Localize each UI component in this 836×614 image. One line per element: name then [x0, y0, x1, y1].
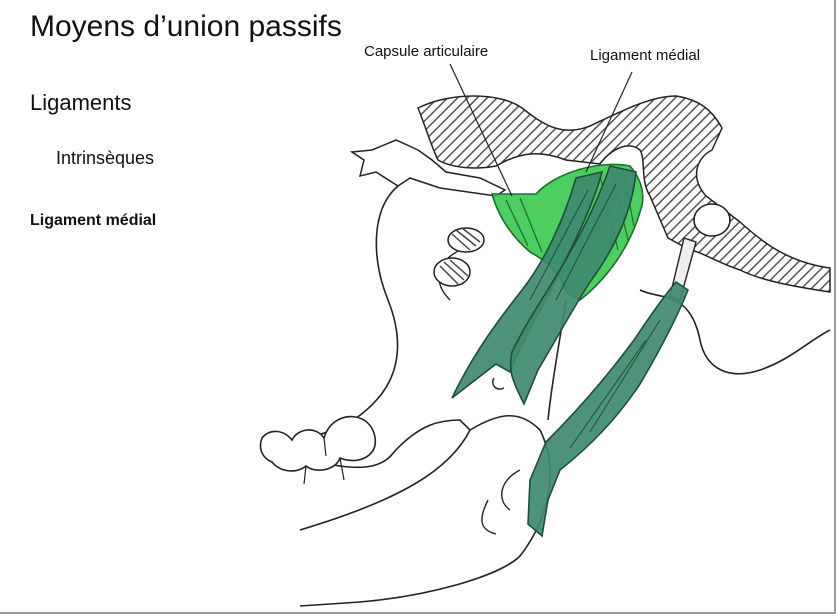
- ligament-medial-anterior: [451, 170, 604, 399]
- label-capsule-articulaire: Capsule articulaire: [364, 43, 489, 60]
- slide-title: Moyens d’union passifs: [30, 10, 342, 43]
- mandible-outline: [260, 185, 471, 531]
- pterygoid-process: [433, 257, 471, 287]
- pterygoid-hatch-2: [439, 259, 469, 285]
- molar-teeth: [259, 415, 377, 472]
- skull-base-hatched: [417, 95, 831, 293]
- ligament-medial-posterior: [509, 165, 637, 406]
- pterygoid-hatch-1: [451, 227, 481, 251]
- mastoid-process: [693, 203, 731, 237]
- ligament-stylomandibular: [527, 280, 689, 538]
- label-ligament-medial: Ligament médial: [590, 47, 701, 64]
- leader-line-capsule: [449, 63, 513, 197]
- zygomatic-outline: [349, 139, 507, 197]
- bold-label-ligament-medial: Ligament médial: [30, 212, 157, 229]
- ligament-striations: [529, 183, 661, 449]
- molar-roots: [303, 437, 345, 485]
- lingula-notch: [492, 377, 505, 390]
- sketch-strokes: [438, 249, 521, 535]
- leader-line-ligament: [585, 71, 633, 173]
- heading-ligaments: Ligaments: [30, 90, 132, 115]
- subheading-intrinseques: Intrinsèques: [56, 148, 155, 168]
